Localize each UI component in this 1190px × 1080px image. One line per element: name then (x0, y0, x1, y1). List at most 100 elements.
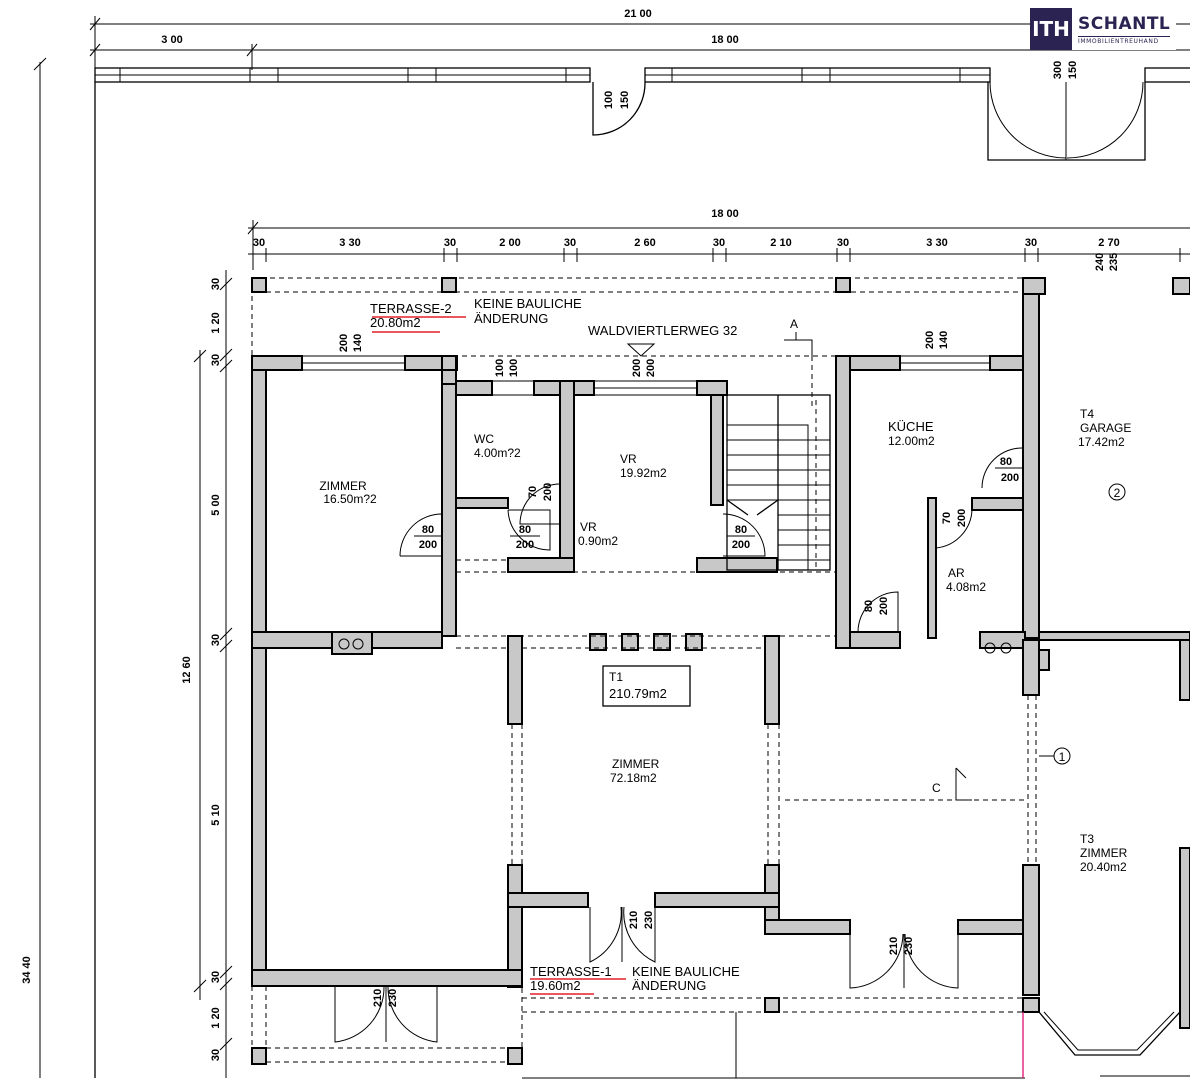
door-label: 70 (527, 486, 539, 498)
door-label: 200 (645, 359, 657, 377)
dim-col-label: 5 10 (210, 804, 222, 825)
room-garage-id: T4 (1080, 407, 1094, 421)
fixtures (338, 633, 1012, 654)
room-t3-area: 20.40m2 (1080, 860, 1127, 874)
unit-id: T1 (609, 670, 623, 684)
logo-text: SCHANTL IMMOBILIENTREUHAND (1078, 13, 1171, 45)
unit-area: 210.79m2 (609, 686, 667, 701)
dim-col-label: 1 20 (210, 312, 222, 333)
room-kueche-name: KÜCHE (888, 419, 934, 434)
door-label: 100 (494, 359, 506, 377)
door-label: 80 (735, 524, 747, 536)
room-ar-area: 4.08m2 (946, 580, 986, 594)
dim-row-label: 2 70 (1098, 237, 1119, 249)
door-label: 235 (1108, 253, 1120, 271)
terrace-2-outline (251, 277, 1028, 357)
marker-circle-1-label: 1 (1059, 750, 1066, 764)
room-zimmer-nw-name: ZIMMER (319, 479, 367, 493)
room-zimmer-main-area: 72.18m2 (610, 771, 657, 785)
room-garage-area: 17.42m2 (1078, 435, 1125, 449)
terrace-1-note2: ÄNDERUNG (632, 978, 706, 993)
room-vr1-area: 19.92m2 (620, 466, 667, 480)
door-label: 200 (924, 331, 936, 349)
room-wc-name: WC (474, 432, 494, 446)
door-label: 200 (732, 539, 750, 551)
dim-row-label: 30 (564, 237, 576, 249)
door-label: 200 (878, 597, 890, 615)
door-label: 240 (1094, 253, 1106, 271)
door-label: 70 (941, 512, 953, 524)
terrace-2-note1: KEINE BAULICHE (474, 296, 582, 311)
marker-circle-2-label: 2 (1114, 486, 1121, 500)
door-label: 230 (903, 937, 915, 955)
door-label: 300 (1052, 61, 1064, 79)
door-label: 140 (352, 334, 364, 352)
door-label: 230 (387, 989, 399, 1007)
terrace-2-note2: ÄNDERUNG (474, 311, 548, 326)
terrace-1-outline (251, 907, 1190, 1079)
door-label: 200 (1001, 472, 1019, 484)
door-label: 210 (372, 989, 384, 1007)
left-dimensions (33, 57, 233, 1078)
dim-top-total: 21 00 (624, 8, 652, 20)
top-dimensions: 21 00 3 00 18 00 (89, 8, 1190, 80)
dim-row-label: 2 00 (499, 237, 520, 249)
room-zimmer-main-name: ZIMMER (612, 757, 660, 771)
dashed-openings (456, 559, 1037, 865)
dim-row-label: 2 10 (770, 237, 791, 249)
section-c-label: C (932, 781, 941, 795)
terrace-1-name: TERRASSE-1 (530, 964, 612, 979)
door-label: 150 (619, 91, 631, 109)
room-vr2-name: VR (580, 520, 597, 534)
walls (251, 277, 1190, 1065)
room-vr1-name: VR (620, 452, 637, 466)
address: WALDVIERTLERWEG 32 (588, 323, 737, 338)
dim-col-label: 30 (210, 354, 222, 366)
dim-col-label: 30 (210, 634, 222, 646)
logo-sub: IMMOBILIENTREUHAND (1078, 35, 1171, 45)
door-label: 200 (516, 539, 534, 551)
middle-dimensions (247, 220, 1190, 270)
company-logo: ITH SCHANTL IMMOBILIENTREUHAND (1030, 8, 1177, 50)
room-t3-id: T3 (1080, 832, 1094, 846)
dim-top-left: 3 00 (161, 34, 182, 46)
outer-building-outline (94, 67, 1190, 1078)
door-label: 200 (338, 334, 350, 352)
dim-row-label: 3 30 (339, 237, 360, 249)
doors (334, 447, 1024, 1043)
dim-mid-total: 18 00 (711, 208, 739, 220)
room-ar-name: AR (948, 566, 965, 580)
terrace-1-note1: KEINE BAULICHE (632, 964, 740, 979)
dim-row-label: 30 (1025, 237, 1037, 249)
logo-mark: ITH (1030, 8, 1072, 50)
dim-row-label: 3 30 (926, 237, 947, 249)
entry-arrow (626, 343, 656, 357)
unit-box (602, 665, 691, 707)
terrace-2-underline (372, 316, 466, 333)
dim-col-label: 1 20 (210, 1007, 222, 1028)
dim-col-label: 30 (210, 278, 222, 290)
staircase (726, 394, 831, 571)
dim-row-label: 2 60 (634, 237, 655, 249)
door-label: 210 (628, 911, 640, 929)
dim-left-total: 12 60 (181, 656, 193, 684)
marker-circle-2 (1108, 483, 1126, 501)
room-garage-name: GARAGE (1080, 421, 1131, 435)
room-vr2-area: 0.90m2 (578, 534, 618, 548)
dim-left-outer: 34 40 (21, 956, 33, 984)
door-label: 200 (956, 509, 968, 527)
terrace-1-area: 19.60m2 (530, 978, 581, 993)
dim-top-right: 18 00 (711, 34, 739, 46)
logo-name: SCHANTL (1078, 13, 1171, 34)
terrace-1-underline (530, 978, 626, 995)
door-label: 150 (1067, 61, 1079, 79)
door-label: 100 (508, 359, 520, 377)
dim-row-label: 30 (713, 237, 725, 249)
door-label: 230 (643, 911, 655, 929)
room-wc-area: 4.00m?2 (474, 446, 521, 460)
dim-row-label: 30 (444, 237, 456, 249)
section-a-label: A (790, 317, 798, 331)
room-kueche-area: 12.00m2 (888, 434, 935, 448)
